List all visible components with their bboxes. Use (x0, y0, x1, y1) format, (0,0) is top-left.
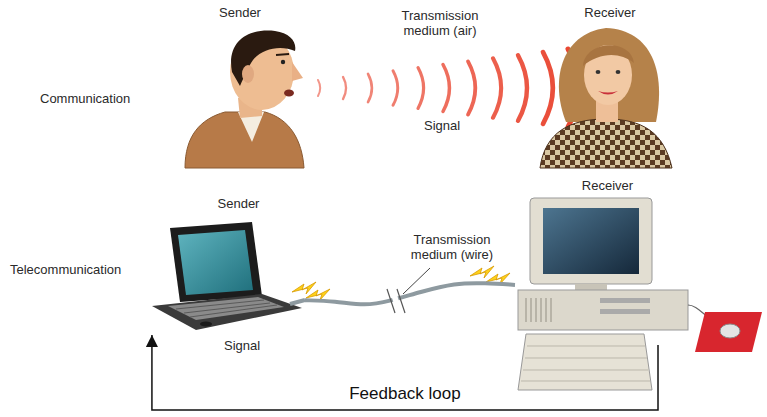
medium-label: Transmission medium (air) (395, 8, 485, 38)
wire-break-mark (387, 289, 405, 313)
sender-laptop-drawing (152, 222, 305, 330)
sender-man (231, 31, 295, 86)
receiver-woman (596, 70, 601, 74)
signal-bolt (292, 282, 330, 300)
signal-bolt (306, 289, 330, 300)
sender-laptop-drawing (200, 322, 212, 327)
receiver-computer: Receiver (515, 178, 700, 345)
receiver-computer-drawing (720, 324, 740, 338)
sound-waves (418, 68, 424, 109)
sender-laptop-drawing (176, 300, 277, 317)
section-label: Communication (40, 91, 130, 106)
receiver-woman (540, 119, 672, 168)
sound-waves (318, 80, 320, 96)
node-title: Sender (175, 5, 305, 20)
wire-break-mark (387, 289, 405, 313)
receiver-woman (559, 28, 659, 122)
sound-waves (343, 77, 346, 99)
receiver-woman (540, 28, 672, 168)
sound-waves (543, 52, 553, 124)
sender-man (281, 60, 285, 64)
receiver-computer-drawing (695, 312, 762, 352)
sound-waves (518, 55, 527, 121)
medium-label: Transmission medium (wire) (407, 232, 497, 262)
sound-waves (493, 58, 501, 117)
sender-man (276, 54, 289, 55)
sender-man (242, 65, 254, 83)
node-title: Receiver (515, 178, 700, 193)
edge-label: Feedback loop (349, 384, 461, 404)
sound-waves (368, 74, 372, 102)
receiver-computer-drawing (518, 198, 762, 390)
sender-laptop: Sender (148, 196, 305, 335)
receiver-figure: Receiver (530, 5, 690, 170)
sender-figure: Sender (175, 5, 305, 170)
sender-man (185, 112, 304, 168)
signal-bolt (292, 282, 316, 294)
receiver-computer-drawing (521, 346, 650, 381)
sender-laptop-drawing (168, 297, 284, 320)
sender-man (185, 31, 304, 168)
node-title: Receiver (530, 5, 690, 20)
sound-waves (393, 71, 398, 106)
sender-man (284, 90, 294, 97)
receiver-computer-drawing (518, 334, 652, 390)
wire-connector (305, 283, 515, 304)
sender-laptop-drawing (170, 222, 262, 302)
sender-laptop-drawing (152, 294, 302, 330)
receiver-computer-drawing (600, 298, 650, 303)
sender-man (292, 62, 303, 81)
receiver-computer-drawing (575, 284, 607, 290)
receiver-woman (616, 70, 621, 74)
receiver-woman (583, 45, 634, 66)
receiver-computer-drawing (530, 198, 652, 284)
receiver-computer-drawing (543, 208, 639, 274)
node-title: Sender (172, 196, 305, 211)
sound-waves (468, 61, 475, 114)
sender-laptop-drawing (178, 230, 253, 295)
signal-label: Signal (424, 118, 460, 133)
receiver-computer-drawing (518, 290, 688, 330)
receiver-computer-drawing (600, 309, 650, 314)
signal-label: Signal (224, 338, 260, 353)
section-label: Telecommunication (10, 262, 121, 277)
sound-waves (443, 65, 449, 112)
feedback-arrow (152, 335, 658, 410)
signal-bolt (470, 266, 494, 278)
sender-laptop-drawing (290, 300, 305, 304)
sound-waves (318, 49, 579, 127)
receiver-woman (598, 91, 618, 95)
receiver-computer-drawing (526, 298, 551, 322)
